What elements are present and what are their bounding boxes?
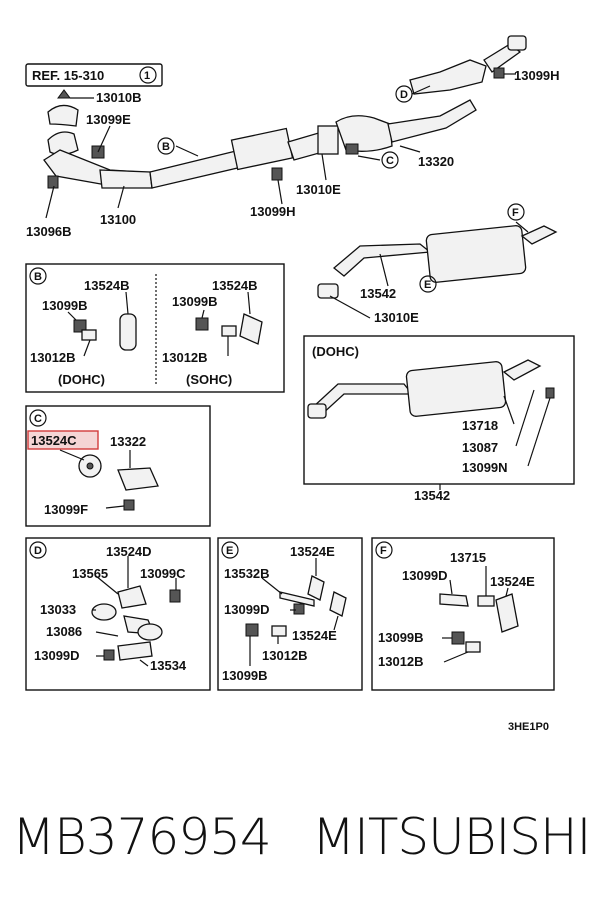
box-b-right-13012B: 13012B	[162, 350, 208, 365]
marker-c: C	[386, 155, 394, 167]
box-c-13322: 13322	[110, 434, 146, 449]
footer: MB376954 MITSUBISHI	[0, 800, 600, 880]
label-13010E-rear: 13010E	[374, 310, 419, 325]
box-e-13012B: 13012B	[262, 648, 308, 663]
box-d-13033: 13033	[40, 602, 76, 617]
box-d-13565: 13565	[72, 566, 108, 581]
marker-f: F	[512, 207, 519, 219]
box-d-13086: 13086	[46, 624, 82, 639]
main-exhaust-assembly: 13010B 13099E 13096B 13100 13099H 13010E…	[26, 35, 560, 239]
box-d-13534: 13534	[150, 658, 187, 673]
box-e-tag: E	[226, 545, 233, 557]
label-13099E: 13099E	[86, 112, 131, 127]
label-13542-rear: 13542	[360, 286, 396, 301]
detail-box-c: C 13524C 13322 13099F	[25, 405, 211, 527]
label-13087: 13087	[462, 440, 498, 455]
ref-box: REF. 15-310 1	[25, 63, 163, 87]
box-f-13099D: 13099D	[402, 568, 448, 583]
box-c-highlight-13524C: 13524C	[31, 433, 77, 448]
box-e-13099D: 13099D	[224, 602, 270, 617]
box-f-13012B: 13012B	[378, 654, 424, 669]
box-d-13099D: 13099D	[34, 648, 80, 663]
detail-box-d: D 13524D 13565 13099C 13033 13086 13099D…	[25, 537, 211, 691]
label-13099H-upper: 13099H	[514, 68, 560, 83]
label-13099N: 13099N	[462, 460, 508, 475]
box-d-tag: D	[34, 545, 42, 557]
marker-e: E	[424, 279, 431, 291]
box-c-13099F: 13099F	[44, 502, 88, 517]
detail-box-e: E 13524E 13532B 13099D 13524E 13012B 130…	[217, 537, 363, 691]
label-13010E-main: 13010E	[296, 182, 341, 197]
label-13100: 13100	[100, 212, 136, 227]
ref-circle: 1	[144, 70, 150, 82]
detail-box-b: B 13524B 13099B 13012B (DOHC) 13524B 130…	[25, 263, 285, 393]
label-13320: 13320	[418, 154, 454, 169]
brand-name: MITSUBISHI	[312, 808, 591, 866]
dohc-title: (DOHC)	[312, 344, 359, 359]
marker-d: D	[400, 89, 408, 101]
label-13096B: 13096B	[26, 224, 72, 239]
detail-box-f: F 13715 13099D 13524E 13099B 13012B	[371, 537, 555, 691]
box-b-tag: B	[34, 271, 42, 283]
box-b-right-13524B: 13524B	[212, 278, 258, 293]
marker-b: B	[162, 141, 170, 153]
box-b-right-caption: (SOHC)	[186, 372, 232, 387]
box-d-13524D: 13524D	[106, 544, 152, 559]
box-c-tag: C	[34, 413, 42, 425]
box-b-left-13099B: 13099B	[42, 298, 88, 313]
label-13099H-lower: 13099H	[250, 204, 296, 219]
box-b-left-13012B: 13012B	[30, 350, 76, 365]
box-e-13099B: 13099B	[222, 668, 268, 683]
box-e-13524E-bottom: 13524E	[292, 628, 337, 643]
box-b-right-13099B: 13099B	[172, 294, 218, 309]
ref-text: REF. 15-310	[32, 68, 104, 83]
label-13718: 13718	[462, 418, 498, 433]
box-e-13532B: 13532B	[224, 566, 270, 581]
box-f-13099B: 13099B	[378, 630, 424, 645]
box-b-left-caption: (DOHC)	[58, 372, 105, 387]
box-f-13524E: 13524E	[490, 574, 535, 589]
box-b-left-13524B: 13524B	[84, 278, 130, 293]
label-13542-dohc: 13542	[414, 488, 450, 503]
box-e-13524E-top: 13524E	[290, 544, 335, 559]
drawing-code: 3HE1P0	[508, 721, 549, 733]
box-f-13715: 13715	[450, 550, 486, 565]
label-13010B: 13010B	[96, 90, 142, 105]
part-number: MB376954	[12, 808, 272, 866]
box-f-tag: F	[380, 545, 387, 557]
rear-muffler-assembly: 13542 13010E F E	[317, 203, 558, 325]
box-d-13099C: 13099C	[140, 566, 186, 581]
dohc-box: (DOHC) 13718 13087 13099N 13542	[303, 335, 575, 503]
